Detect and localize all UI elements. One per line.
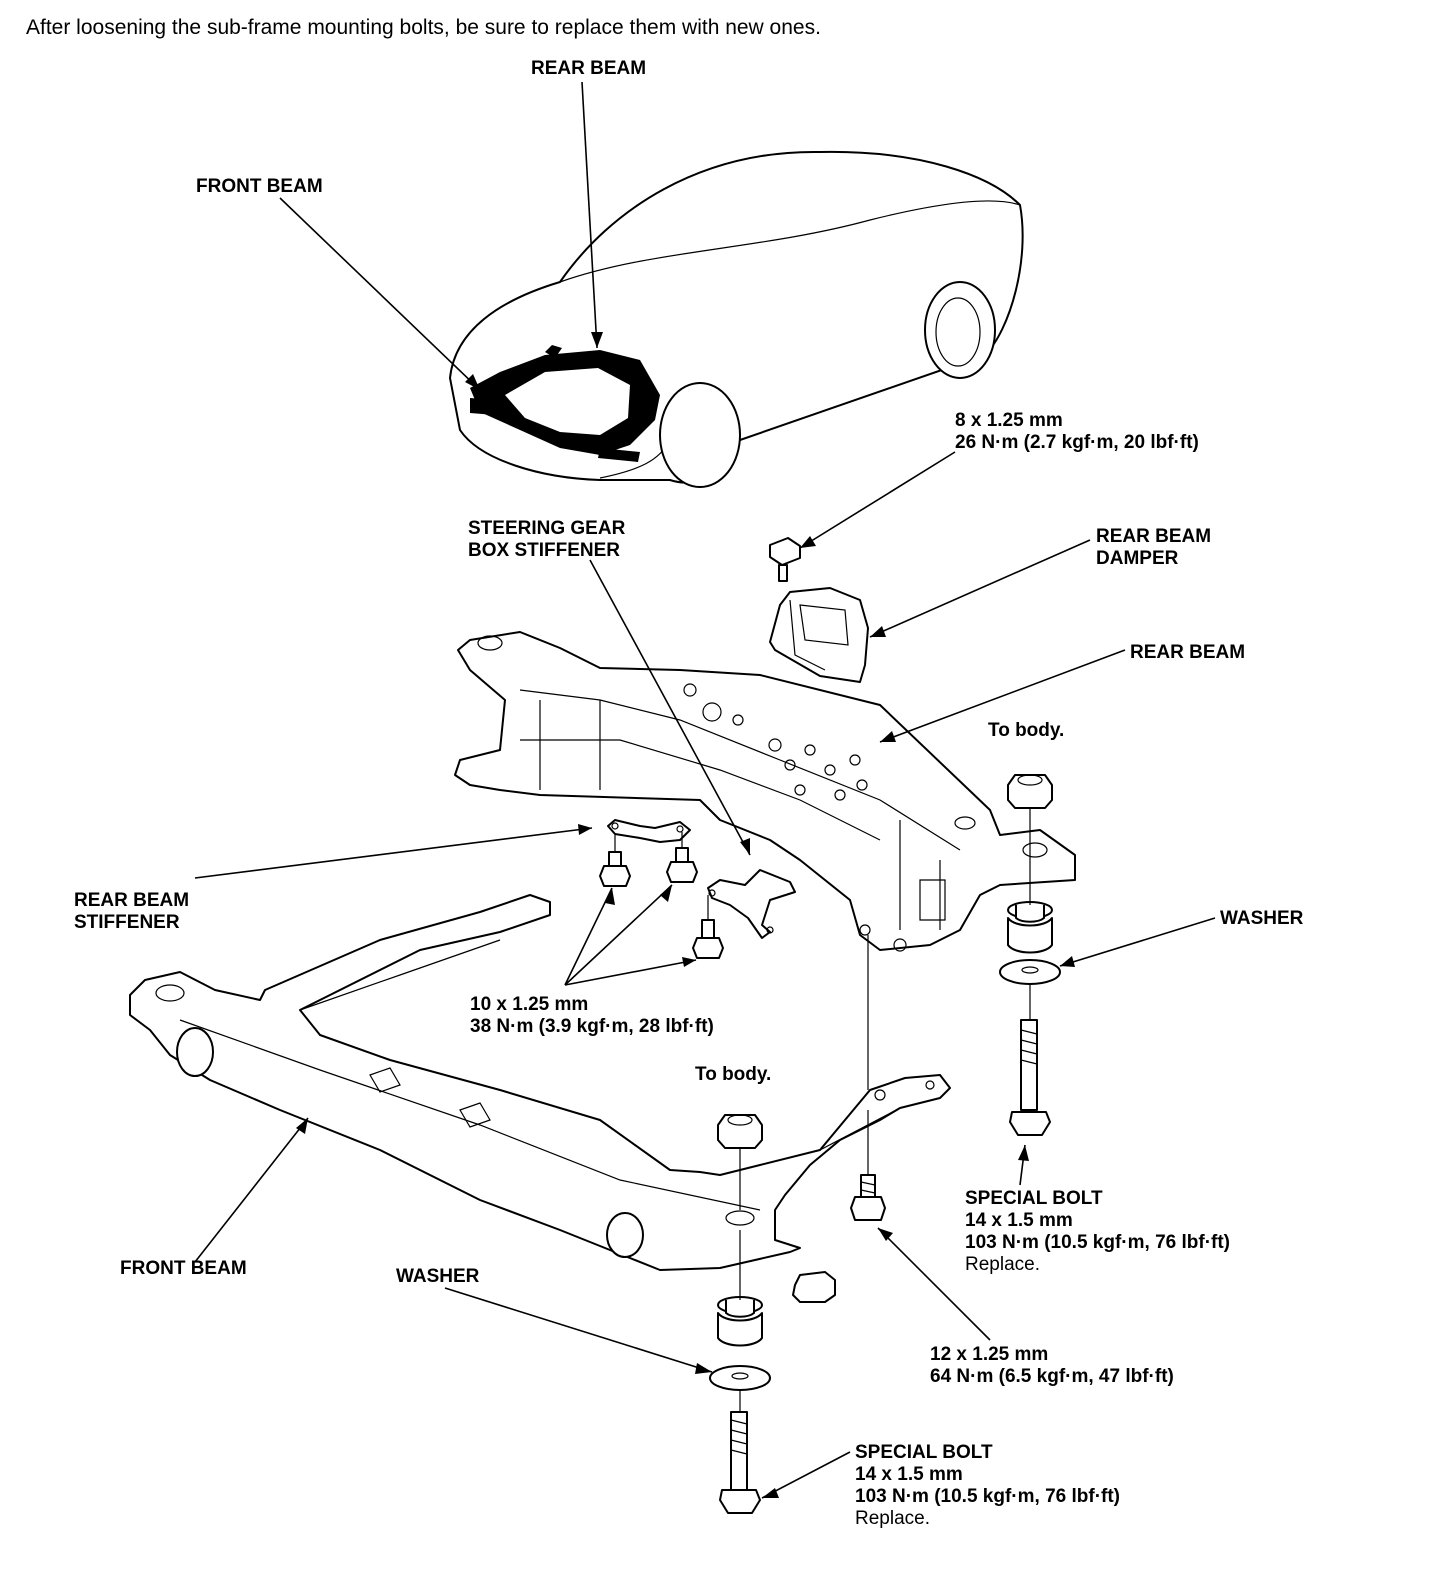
special-bolt-right-title: SPECIAL BOLT	[965, 1188, 1103, 1209]
special-bolt-right-part	[1009, 1019, 1051, 1136]
label-special-bolt-bottom: SPECIAL BOLT 14 x 1.5 mm 103 N·m (10.5 k…	[855, 1442, 1120, 1530]
steering-stiffener-line-2: BOX STIFFENER	[468, 540, 621, 561]
special-bolt-bottom-part	[719, 1411, 761, 1514]
rear-beam-damper-line-1: REAR BEAM	[1096, 526, 1212, 547]
label-bolt-12: 12 x 1.25 mm 64 N·m (6.5 kgf·m, 47 lbf·f…	[930, 1344, 1174, 1388]
rear-bushing-right	[1007, 901, 1053, 954]
front-bushing-left	[717, 1296, 763, 1347]
label-front-beam-top: FRONT BEAM	[196, 176, 323, 197]
arrowheads	[296, 332, 1075, 1498]
label-washer-right: WASHER	[1220, 908, 1304, 929]
bolt-12-size: 12 x 1.25 mm	[930, 1344, 1049, 1365]
label-to-body-right: To body.	[988, 720, 1065, 741]
bolt-8-torque: 26 N·m (2.7 kgf·m, 20 lbf·ft)	[955, 432, 1199, 453]
label-front-beam: FRONT BEAM	[120, 1258, 247, 1279]
front-mount-nut-loose	[792, 1271, 836, 1303]
special-bolt-right-torque: 103 N·m (10.5 kgf·m, 76 lbf·ft)	[965, 1232, 1230, 1253]
special-bolt-right-note: Replace.	[965, 1254, 1040, 1275]
label-washer-left: WASHER	[396, 1266, 480, 1287]
label-special-bolt-right: SPECIAL BOLT 14 x 1.5 mm 103 N·m (10.5 k…	[965, 1188, 1230, 1276]
stiffener-bolts	[599, 847, 724, 959]
damper-bolt	[769, 537, 801, 582]
washer-left-part	[709, 1365, 771, 1391]
special-bolt-right-size: 14 x 1.5 mm	[965, 1210, 1073, 1231]
bolt-12-part	[850, 1174, 886, 1221]
label-steering-stiffener: STEERING GEAR BOX STIFFENER	[468, 518, 625, 562]
label-bolt-10: 10 x 1.25 mm 38 N·m (3.9 kgf·m, 28 lbf·f…	[470, 994, 714, 1038]
rear-beam-stiffener-part	[607, 819, 691, 843]
front-beam-part	[129, 894, 951, 1271]
special-bolt-bottom-torque: 103 N·m (10.5 kgf·m, 76 lbf·ft)	[855, 1486, 1120, 1507]
rear-beam-stiffener-line-2: STIFFENER	[74, 912, 180, 933]
rear-beam-damper-part	[769, 587, 869, 683]
steering-gearbox-stiffener-part	[707, 869, 796, 939]
special-bolt-bottom-note: Replace.	[855, 1508, 930, 1529]
bolt-10-torque: 38 N·m (3.9 kgf·m, 28 lbf·ft)	[470, 1016, 714, 1037]
front-mount-nut-center	[717, 1114, 763, 1149]
washer-right-part	[999, 959, 1061, 985]
rear-beam-damper-line-2: DAMPER	[1096, 548, 1179, 569]
label-rear-beam: REAR BEAM	[1130, 642, 1246, 663]
label-rear-beam-damper: REAR BEAM DAMPER	[1096, 526, 1211, 570]
rear-beam-part	[454, 631, 1076, 952]
rear-beam-stiffener-line-1: REAR BEAM	[74, 890, 190, 911]
special-bolt-bottom-size: 14 x 1.5 mm	[855, 1464, 963, 1485]
steering-stiffener-line-1: STEERING GEAR	[468, 518, 626, 539]
special-bolt-bottom-title: SPECIAL BOLT	[855, 1442, 993, 1463]
leader-lines	[194, 81, 1216, 1499]
label-rear-beam-top: REAR BEAM	[531, 58, 647, 79]
intro-note: After loosening the sub-frame mounting b…	[26, 16, 821, 39]
bolt-12-torque: 64 N·m (6.5 kgf·m, 47 lbf·ft)	[930, 1366, 1174, 1387]
label-rear-beam-stiffener: REAR BEAM STIFFENER	[74, 890, 189, 934]
rear-mount-nut-right	[1007, 774, 1053, 809]
car-illustration	[449, 150, 1024, 488]
bolt-8-size: 8 x 1.25 mm	[955, 410, 1063, 431]
label-bolt-8: 8 x 1.25 mm 26 N·m (2.7 kgf·m, 20 lbf·ft…	[955, 410, 1199, 454]
bolt-10-size: 10 x 1.25 mm	[470, 994, 589, 1015]
label-to-body-center: To body.	[695, 1064, 772, 1085]
